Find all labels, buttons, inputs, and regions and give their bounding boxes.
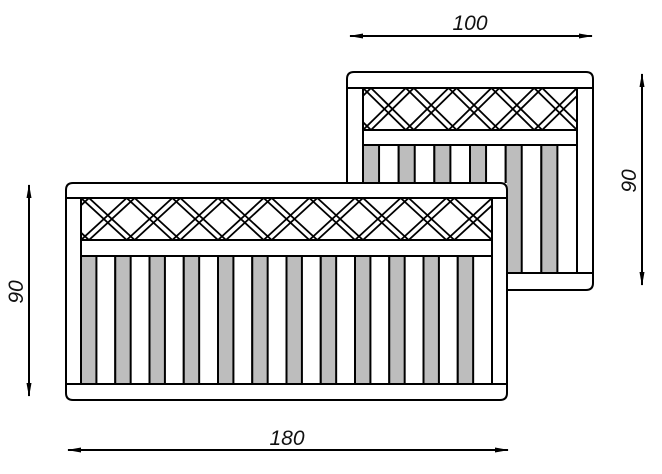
right-post bbox=[576, 87, 594, 274]
lattice-bar bbox=[0, 198, 43, 240]
middle-rail bbox=[362, 129, 578, 146]
lattice bbox=[277, 88, 662, 130]
lattice-bar bbox=[217, 198, 265, 240]
lattice-bar bbox=[126, 198, 173, 240]
large-width-label: 180 bbox=[269, 427, 304, 450]
lattice-bar bbox=[408, 198, 455, 240]
lattice-bar bbox=[277, 88, 320, 130]
lattice-bar bbox=[171, 198, 219, 240]
lattice-bar bbox=[445, 198, 492, 240]
grey-slat bbox=[251, 255, 269, 385]
bottom-rail bbox=[65, 383, 508, 401]
lattice-bar bbox=[413, 88, 458, 130]
lattice-bar bbox=[308, 198, 356, 240]
large-fence-panel bbox=[0, 182, 637, 401]
grey-slat bbox=[114, 255, 132, 385]
lattice-bar bbox=[134, 198, 181, 240]
lattice-bar bbox=[591, 198, 637, 240]
large-height-dimension: 90 bbox=[5, 184, 32, 397]
large-width-dimension: 180 bbox=[67, 427, 509, 453]
small-width-label: 100 bbox=[452, 12, 487, 35]
lattice-bar bbox=[400, 198, 447, 240]
lattice-bar bbox=[453, 198, 492, 234]
small-height-label: 90 bbox=[618, 169, 641, 193]
left-post bbox=[65, 197, 82, 385]
grey-slat bbox=[456, 255, 475, 385]
lattice-bar bbox=[620, 88, 662, 130]
lattice-bar bbox=[490, 88, 535, 130]
grey-slat bbox=[504, 144, 523, 274]
grey-slat bbox=[182, 255, 201, 385]
lattice-bar bbox=[179, 198, 227, 240]
lattice-bar bbox=[285, 88, 328, 130]
lattice-bar bbox=[447, 88, 493, 130]
lattice-bar bbox=[498, 88, 543, 130]
grey-slat bbox=[148, 255, 166, 385]
right-post bbox=[491, 197, 508, 385]
lattice-bar bbox=[591, 198, 637, 240]
grey-slat bbox=[285, 255, 303, 385]
small-height-dimension: 90 bbox=[618, 73, 645, 286]
lattice-bar bbox=[370, 88, 415, 130]
grey-slat bbox=[422, 255, 440, 385]
lattice-bar bbox=[316, 198, 364, 240]
lattice-bar bbox=[88, 198, 136, 240]
lattice-bar bbox=[354, 198, 402, 240]
lattice bbox=[0, 198, 637, 240]
lattice-bar bbox=[362, 198, 410, 240]
lattice-bar bbox=[533, 88, 577, 130]
lattice-bar bbox=[225, 198, 273, 240]
lattice-bar bbox=[81, 198, 128, 240]
lattice-bar bbox=[0, 198, 35, 240]
grey-slat bbox=[319, 255, 338, 385]
grey-slat bbox=[354, 255, 372, 385]
large-height-label: 90 bbox=[5, 280, 28, 304]
lattice-bar bbox=[405, 88, 450, 130]
lattice-bar bbox=[541, 88, 577, 124]
lattice-bar bbox=[620, 88, 662, 130]
lattice-bar bbox=[0, 198, 43, 240]
lattice-bar bbox=[455, 88, 501, 130]
grey-slat bbox=[540, 144, 559, 274]
lattice-bar bbox=[363, 88, 407, 130]
grey-slat bbox=[80, 255, 98, 385]
lattice-bar bbox=[277, 88, 320, 130]
small-width-dimension: 100 bbox=[349, 12, 593, 39]
grey-slat bbox=[388, 255, 406, 385]
lattice-bar bbox=[285, 88, 328, 130]
top-rail bbox=[65, 182, 508, 199]
lattice-bar bbox=[271, 198, 318, 240]
lattice-bar bbox=[0, 198, 35, 240]
middle-rail bbox=[80, 239, 493, 257]
grey-slat bbox=[217, 255, 235, 385]
lattice-bar bbox=[628, 88, 662, 130]
lattice-bar bbox=[628, 88, 662, 130]
top-rail bbox=[346, 71, 594, 89]
lattice-bar bbox=[263, 198, 310, 240]
